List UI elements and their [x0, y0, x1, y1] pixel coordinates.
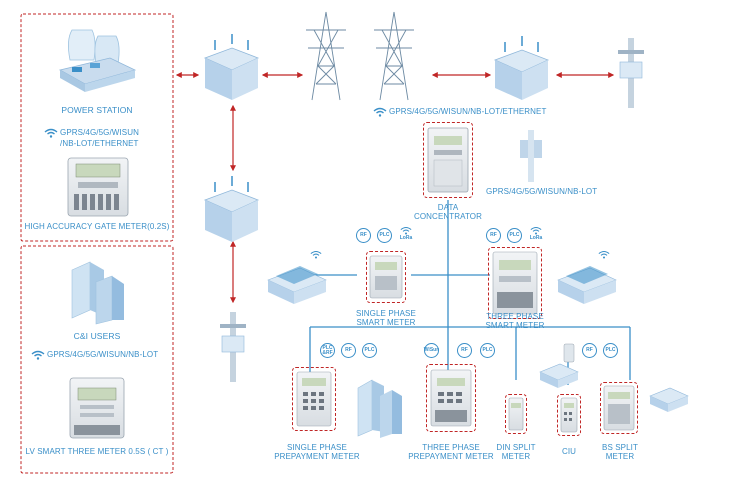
single-phase-label-1: SINGLE PHASE: [356, 309, 416, 318]
tp-prepay-label-1: THREE PHASE: [422, 443, 480, 452]
power-station-illustration: [58, 29, 137, 92]
lora-badge: LoRa: [399, 235, 413, 241]
substation-2-illustration: [203, 176, 260, 242]
sp-prepay-label-1: SINGLE PHASE: [287, 443, 347, 452]
signal-icon: [598, 250, 610, 259]
plc-badge: PLC: [507, 228, 522, 243]
sp-prepayment-meter-device: [296, 371, 332, 427]
residential-right-illustration: [557, 266, 617, 304]
three-phase-label-1: THREE PHASE: [486, 312, 544, 321]
signal-icon: [400, 226, 412, 235]
data-concentrator-label-1: DATA: [437, 203, 459, 212]
three-phase-smart-meter-device: [492, 251, 538, 315]
rf-badge: RF: [457, 343, 472, 358]
ciu-frame: [557, 394, 581, 436]
handheld-device: [563, 343, 575, 363]
ciu-device: [560, 397, 578, 433]
residential-small-1-illustration: [539, 363, 579, 388]
wisun-badge: WiSun: [424, 343, 439, 358]
comm-tower-illustration: [520, 130, 542, 182]
din-label-1: DIN SPLIT: [496, 443, 536, 452]
bs-split-frame: [600, 382, 638, 434]
ci-buildings-illustration: [71, 261, 124, 325]
sp-prepay-label-2: PREPAYMENT METER: [274, 452, 360, 461]
ciu-label: CIU: [561, 447, 577, 456]
wifi-icon: [373, 107, 387, 117]
plc-badge: PLC: [362, 343, 377, 358]
lv-meter-illustration: [69, 377, 125, 439]
signal-icon: [310, 250, 322, 259]
plc-badge: PLC: [480, 343, 495, 358]
pole-bottom-illustration: [220, 312, 246, 382]
top-comm-label: GPRS/4G/5G/WiSUN/NB-LOT/ETHERNET: [389, 107, 547, 116]
single-phase-label-2: SMART METER: [356, 318, 416, 327]
lv-meter-label: LV SMART THREE METER 0.5S ( CT ): [25, 447, 169, 456]
bs-split-meter-device: [603, 385, 635, 431]
signal-icon: [530, 226, 542, 235]
ps-comm-label-1: GPRS/4G/5G/WiSUN: [60, 128, 139, 137]
data-concentrator-label-2: CONCENTRATOR: [413, 212, 483, 221]
lora-badge: LoRa: [529, 235, 543, 241]
power-station-label: POWER STATION: [61, 105, 133, 115]
bs-label-2: METER: [605, 452, 635, 461]
ps-comm-label-2: /NB-LOT/ETHERNET: [60, 139, 139, 148]
ci-comm-label: GPRS/4G/5G/WiSUN/NB-LOT: [47, 350, 159, 359]
substation-1-illustration: [203, 34, 260, 100]
gate-meter-label: HIGH ACCURACY GATE METER(0.2S): [24, 222, 170, 231]
rf-badge: RF: [486, 228, 501, 243]
din-split-meter-device: [508, 397, 524, 431]
wifi-icon: [44, 128, 58, 138]
pole-top-illustration: [618, 38, 644, 108]
tp-prepayment-meter-device: [430, 369, 472, 427]
residential-left-illustration: [267, 266, 327, 304]
rf-badge: RF: [356, 228, 371, 243]
bs-label-1: BS SPLIT: [602, 443, 638, 452]
residential-small-2-illustration: [649, 387, 689, 412]
single-phase-smart-meter-device: [369, 255, 403, 299]
plc-rf-badge: PLC &RF: [320, 343, 335, 358]
tower-1-illustration: [306, 11, 346, 101]
tower-comm-label: GPRS/4G/5G/WiSUN/NB-LOT: [486, 187, 598, 196]
plc-badge: PLC: [603, 343, 618, 358]
wifi-icon: [31, 350, 45, 360]
substation-3-illustration: [493, 36, 550, 100]
tp-prepay-label-2: PREPAYMENT METER: [408, 452, 494, 461]
din-label-2: METER: [501, 452, 531, 461]
plc-badge: PLC: [377, 228, 392, 243]
three-phase-label-2: SMART METER: [485, 321, 545, 330]
data-concentrator-device: [427, 127, 469, 193]
rf-badge: RF: [582, 343, 597, 358]
din-split-frame: [505, 394, 527, 434]
power-station-region: [20, 13, 174, 242]
ci-users-label: C&I USERS: [73, 331, 121, 341]
data-concentrator-frame: [423, 122, 473, 198]
sp-prepayment-frame: [292, 367, 336, 431]
tp-prepayment-frame: [426, 364, 476, 432]
three-phase-smart-meter-frame: [488, 247, 542, 319]
tower-2-illustration: [374, 11, 414, 101]
office-buildings-illustration: [357, 379, 402, 438]
gate-meter-illustration: [67, 157, 129, 217]
rf-badge: RF: [341, 343, 356, 358]
single-phase-smart-meter-frame: [366, 251, 406, 303]
ci-users-region: [20, 245, 174, 474]
